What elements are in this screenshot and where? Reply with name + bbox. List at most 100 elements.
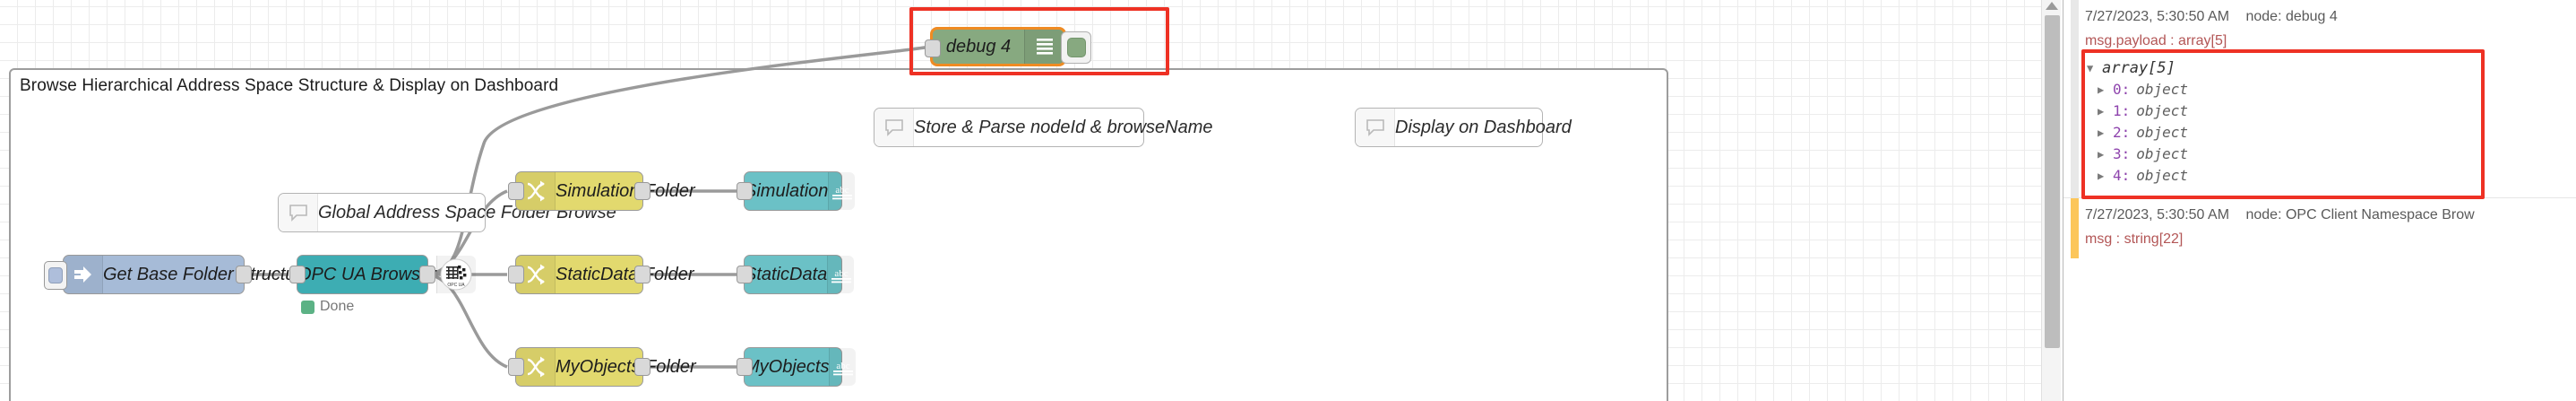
input-port[interactable] — [925, 39, 941, 57]
node-label: Simulation — [745, 180, 829, 201]
node-label: StaticData — [745, 264, 828, 284]
node-ui-text-simulation[interactable]: Simulation abc — [737, 171, 856, 211]
chevron-right-icon[interactable]: ▶ — [2098, 170, 2105, 182]
chevron-right-icon[interactable]: ▶ — [2098, 83, 2105, 96]
node-label: MyObjects Folder — [556, 356, 696, 377]
node-label: OPC UA Browser — [297, 264, 436, 284]
debug-tree-item[interactable]: ▶ 3: object — [2085, 144, 2567, 165]
inject-button-square — [48, 267, 63, 283]
input-port[interactable] — [289, 266, 306, 283]
input-port[interactable] — [508, 182, 524, 200]
comment-bubble-icon — [874, 109, 914, 146]
comment-label: Display on Dashboard — [1395, 117, 1572, 137]
debug-object-tree[interactable]: ▼ array[5] ▶ 0: object ▶ 1: object ▶ 2: … — [2085, 57, 2567, 187]
abc-text-icon: abc — [827, 256, 855, 293]
debug-message-header: 7/27/2023, 5:30:50 AM node: debug 4 — [2085, 9, 2567, 25]
debug-source-node: node: OPC Client Namespace Brow — [2245, 207, 2475, 222]
svg-text:OPC UA: OPC UA — [448, 283, 466, 288]
debug-enable-toggle-button[interactable] — [1061, 31, 1091, 64]
wire-opcua-to-myobjects — [427, 273, 508, 369]
debug-message-row[interactable]: 7/27/2023, 5:30:50 AM node: debug 4 msg.… — [2063, 0, 2576, 197]
output-port[interactable] — [634, 266, 650, 283]
debug-sidebar[interactable]: 7/27/2023, 5:30:50 AM node: debug 4 msg.… — [2063, 0, 2576, 401]
input-port[interactable] — [737, 182, 753, 200]
abc-text-icon: abc — [828, 172, 856, 210]
debug-item-index: 1: — [2113, 102, 2131, 119]
node-status-done: Done — [301, 299, 354, 315]
node-change-simulation-folder[interactable]: Simulation Folder — [508, 171, 695, 211]
debug-source-node: node: debug 4 — [2245, 9, 2338, 24]
node-debug-4[interactable]: debug 4 — [925, 27, 1091, 66]
debug-timestamp: 7/27/2023, 5:30:50 AM — [2085, 207, 2230, 222]
wire-layer — [245, 45, 931, 369]
debug-item-type: object — [2136, 145, 2189, 162]
chevron-right-icon[interactable]: ▶ — [2098, 148, 2105, 161]
debug-item-type: object — [2136, 124, 2189, 141]
output-port[interactable] — [236, 266, 252, 283]
chevron-down-icon[interactable]: ▼ — [2087, 62, 2094, 74]
debug-timestamp: 7/27/2023, 5:30:50 AM — [2085, 9, 2230, 24]
debug-message-accent — [2071, 198, 2079, 258]
opc-ua-logo-icon: OPC UA — [435, 256, 476, 293]
debug-message-header: 7/27/2023, 5:30:50 AM node: OPC Client N… — [2085, 207, 2567, 223]
debug-tree-item[interactable]: ▶ 1: object — [2085, 100, 2567, 122]
debug-lines-icon — [1024, 30, 1064, 64]
debug-tree-item[interactable]: ▶ 2: object — [2085, 122, 2567, 144]
debug-tree-root[interactable]: ▼ array[5] — [2085, 57, 2567, 79]
debug-tree-item[interactable]: ▶ 4: object — [2085, 165, 2567, 187]
debug-tree-item[interactable]: ▶ 0: object — [2085, 79, 2567, 100]
comment-label: Store & Parse nodeId & browseName — [914, 117, 1213, 137]
svg-text:abc: abc — [836, 361, 849, 371]
node-ui-text-myobjects[interactable]: MyObjects abc — [737, 347, 857, 387]
debug-item-index: 2: — [2113, 124, 2131, 141]
node-opc-ua-browser[interactable]: OPC UA Browser — [289, 255, 476, 314]
node-status-label: Done — [320, 299, 355, 314]
debug-item-type: object — [2136, 102, 2189, 119]
debug-property-path: msg.payload : array[5] — [2085, 33, 2227, 48]
node-inject-get-base-folder-structure[interactable]: Get Base Folder Structure ¹ — [44, 255, 323, 294]
chevron-right-icon[interactable]: ▶ — [2098, 105, 2105, 118]
comment-global-address-space[interactable]: Global Address Space Folder Browse — [278, 193, 616, 232]
node-label: MyObjects — [745, 356, 830, 377]
node-label: StaticData Folder — [556, 264, 694, 284]
input-port[interactable] — [508, 358, 524, 376]
node-label: Simulation Folder — [556, 180, 695, 201]
svg-text:abc: abc — [835, 185, 849, 196]
debug-toggle-square — [1066, 38, 1086, 57]
inject-trigger-button[interactable] — [44, 261, 67, 290]
abc-text-icon: abc — [829, 348, 857, 386]
debug-message-accent — [2071, 0, 2079, 197]
node-change-staticdata-folder[interactable]: StaticData Folder — [508, 255, 694, 294]
scroll-up-arrow-icon[interactable] — [2046, 2, 2058, 10]
debug-item-index: 3: — [2113, 145, 2131, 162]
output-port[interactable] — [634, 182, 650, 200]
comment-display-dashboard[interactable]: Display on Dashboard — [1355, 108, 1572, 147]
debug-message-row[interactable]: 7/27/2023, 5:30:50 AM node: OPC Client N… — [2063, 197, 2576, 258]
node-change-myobjects-folder[interactable]: MyObjects Folder — [508, 347, 696, 387]
flow-group-title: Browse Hierarchical Address Space Struct… — [20, 76, 559, 95]
chevron-right-icon[interactable]: ▶ — [2098, 126, 2105, 139]
debug-item-type: object — [2136, 167, 2189, 184]
flow-canvas[interactable]: Browse Hierarchical Address Space Struct… — [0, 0, 2061, 401]
debug-item-index: 4: — [2113, 167, 2131, 184]
debug-item-type: object — [2136, 81, 2189, 98]
debug-property-path: msg : string[22] — [2085, 231, 2184, 247]
input-port[interactable] — [737, 358, 753, 376]
wire-opcua-to-debug — [427, 45, 931, 276]
svg-text:abc: abc — [834, 268, 848, 279]
node-ui-text-staticdata[interactable]: StaticData abc — [737, 255, 855, 294]
comment-store-parse[interactable]: Store & Parse nodeId & browseName — [874, 108, 1213, 147]
scrollbar-thumb[interactable] — [2045, 15, 2060, 348]
comment-bubble-icon — [279, 194, 318, 231]
input-port[interactable] — [508, 266, 524, 283]
debug-item-index: 0: — [2113, 81, 2131, 98]
output-port[interactable] — [419, 266, 435, 283]
output-port[interactable] — [634, 358, 650, 376]
node-label: Get Base Folder Structure ¹ — [103, 264, 323, 284]
canvas-vertical-scrollbar[interactable] — [2041, 0, 2061, 401]
debug-root-label: array[5] — [2102, 59, 2175, 77]
input-port[interactable] — [737, 266, 753, 283]
wire-opcua-to-simulation — [427, 189, 508, 276]
comment-bubble-icon — [1356, 109, 1395, 146]
